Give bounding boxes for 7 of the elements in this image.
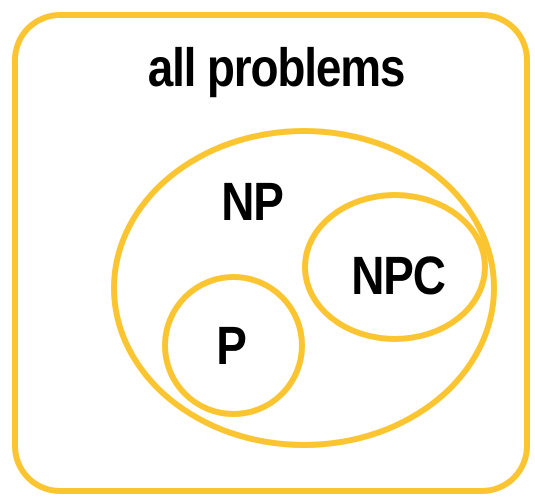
- set-label: all problems: [148, 41, 404, 95]
- rounded-box: [12, 12, 530, 494]
- ellipse: [111, 128, 497, 448]
- set-label: P: [216, 319, 246, 373]
- set-label: NPC: [351, 249, 445, 303]
- set-label: NP: [221, 175, 283, 229]
- ellipse: [302, 192, 488, 342]
